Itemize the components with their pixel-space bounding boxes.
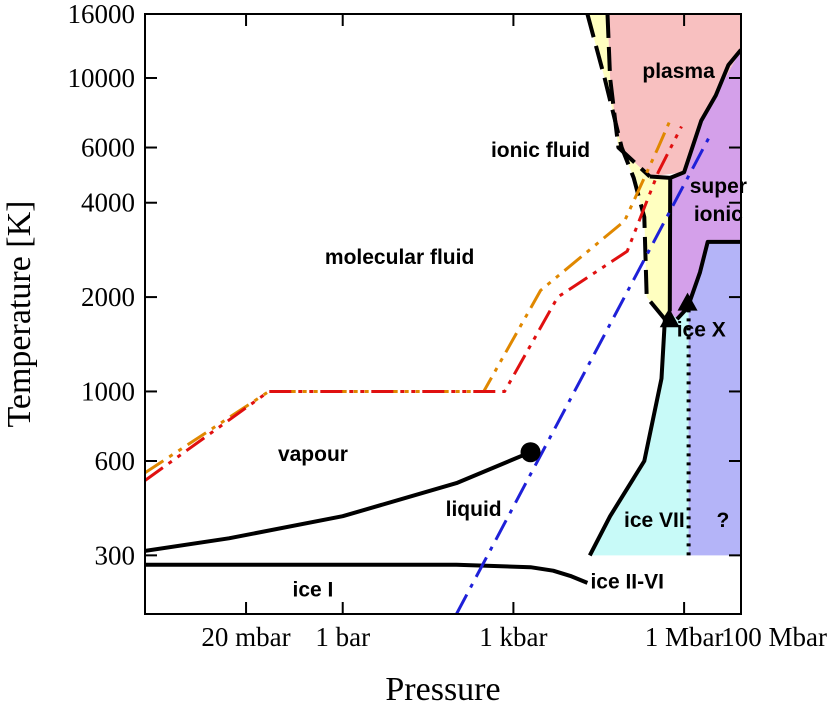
y-tick-label: 6000 [81, 133, 135, 163]
label-vapour: vapour [278, 443, 348, 466]
label-ice-ii-vi: ice II-VI [590, 571, 664, 594]
adiabat-line-11 [145, 125, 683, 482]
boundary-line-1 [585, 14, 667, 321]
y-axis-title: Temperature [K] [1, 201, 38, 428]
region-labels: plasma ionic fluid super ionic molecular flu… [278, 60, 747, 601]
label-super: super [690, 175, 747, 198]
label-ice-vii: ice VII [624, 509, 685, 532]
label-plasma: plasma [642, 60, 715, 83]
markers [520, 292, 698, 463]
y-tick-label: 600 [95, 446, 136, 476]
phase-boundaries [145, 14, 741, 614]
label-ionic-fluid: ionic fluid [491, 139, 590, 162]
boundary-line-8 [145, 450, 532, 553]
label-molecular-fluid: molecular fluid [325, 246, 474, 269]
boundary-line-4 [669, 48, 741, 180]
label-ice-i: ice I [293, 578, 334, 601]
label-liquid: liquid [446, 498, 502, 521]
label-ice-x: ice X [677, 318, 726, 341]
region-super-ionic [669, 49, 741, 320]
x-tick-label: 100 Mbar [721, 622, 827, 652]
y-tick-label: 1000 [81, 376, 135, 406]
boundary-line-5 [675, 239, 741, 321]
y-axis-ticks: 300 600 1000 2000 4000 6000 10000 16000 [68, 0, 741, 570]
x-tick-label: 1 Mbar [645, 622, 724, 652]
y-tick-label: 10000 [68, 63, 136, 93]
x-tick-label: 1 kbar [479, 622, 547, 652]
y-tick-label: 300 [95, 540, 136, 570]
boundary-line-9 [145, 562, 589, 585]
y-tick-label: 4000 [81, 188, 135, 218]
x-tick-label: 1 bar [315, 622, 370, 652]
triple-point-marker-1 [659, 309, 680, 328]
label-ionic: ionic [694, 203, 743, 226]
y-tick-label: 2000 [81, 282, 135, 312]
boundary-line-2 [605, 14, 652, 178]
x-axis-title: Pressure [385, 671, 500, 708]
x-tick-label: 20 mbar [201, 622, 290, 652]
plot-frame [144, 13, 742, 615]
label-unknown: ? [716, 509, 729, 532]
adiabat-line-10 [145, 116, 673, 475]
triple-point-marker-2 [677, 292, 698, 311]
adiabat-line-12 [455, 135, 711, 614]
region-plasma [580, 14, 741, 177]
critical-point-marker [520, 442, 541, 463]
y-tick-label: 16000 [68, 0, 136, 29]
region-ice-x [688, 241, 741, 556]
